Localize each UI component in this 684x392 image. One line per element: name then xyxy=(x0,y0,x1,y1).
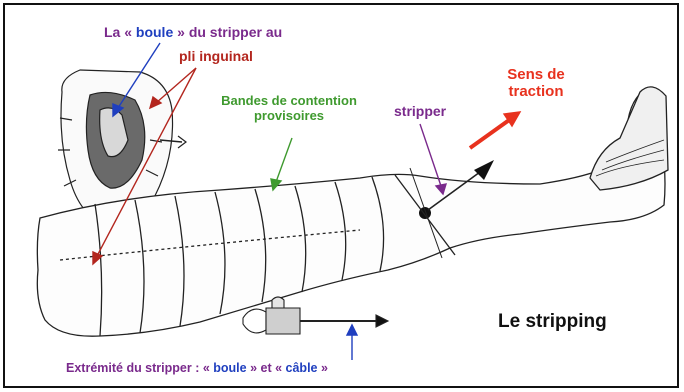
pli-inguinal-label: pli inguinal xyxy=(179,48,253,64)
stripper-label: stripper xyxy=(394,103,446,119)
stripper-tip-caption: Extrémité du stripper : « boule » et « c… xyxy=(66,361,328,375)
boule-label: La « boule » du stripper au xyxy=(104,24,282,40)
caption-cable: câble xyxy=(286,361,318,375)
boule-label-word: boule xyxy=(136,24,173,40)
figure-title: Le stripping xyxy=(498,311,607,333)
caption-boule: boule xyxy=(213,361,246,375)
boule-label-prefix: La « xyxy=(104,24,136,40)
caption-part-a: Extrémité du stripper : « xyxy=(66,361,213,375)
boule-label-suffix: » du stripper au xyxy=(173,24,282,40)
bandes-label-line2: provisoires xyxy=(214,108,364,123)
sens-traction-line2: traction xyxy=(490,83,582,100)
sens-traction-label: Sens de traction xyxy=(490,66,582,100)
bandes-label-line1: Bandes de contention xyxy=(214,93,364,108)
caption-part-c: » xyxy=(318,361,328,375)
caption-part-b: » et « xyxy=(247,361,286,375)
sens-traction-line1: Sens de xyxy=(490,66,582,83)
bandes-label: Bandes de contention provisoires xyxy=(214,93,364,123)
